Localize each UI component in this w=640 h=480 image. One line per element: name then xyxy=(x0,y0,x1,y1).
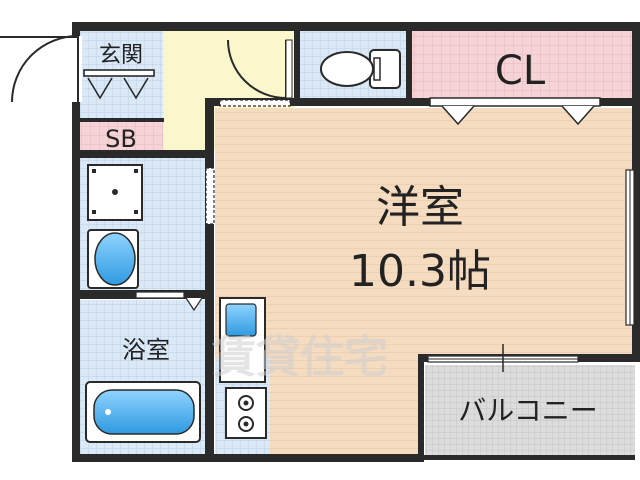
western-room-name: 洋室 xyxy=(376,182,464,233)
closet-label: CL xyxy=(495,48,546,94)
stove-icon xyxy=(225,387,267,439)
bathtub-icon xyxy=(85,381,201,443)
washbasin-icon xyxy=(87,229,139,289)
right-window xyxy=(625,169,635,326)
toilet-door-icon xyxy=(227,39,287,100)
toilet-icon xyxy=(320,49,401,89)
shoe-box-floor xyxy=(78,120,163,150)
washroom-door xyxy=(205,167,215,225)
western-room-floor-lower xyxy=(270,290,420,458)
bathroom-door xyxy=(135,291,185,299)
balcony-floor xyxy=(425,365,635,457)
balcony-label: バルコニー xyxy=(458,394,597,427)
entrance-closet-doors-icon xyxy=(83,69,155,100)
entrance-door-icon xyxy=(11,35,79,103)
hall-sliding-door xyxy=(219,99,291,107)
shoe-box-label: SB xyxy=(105,125,137,153)
entrance-label: 玄関 xyxy=(99,43,143,68)
watermark: 賃貸住宅 xyxy=(211,332,388,383)
washing-machine-pan-icon xyxy=(87,164,143,221)
bathroom-label: 浴室 xyxy=(122,336,170,364)
closet-doors-icon xyxy=(429,97,601,126)
western-room-size: 10.3帖 xyxy=(349,246,491,297)
closet-floor xyxy=(410,30,634,100)
kitchen-sink-icon xyxy=(219,297,266,383)
entrance-door-gap xyxy=(70,36,82,102)
